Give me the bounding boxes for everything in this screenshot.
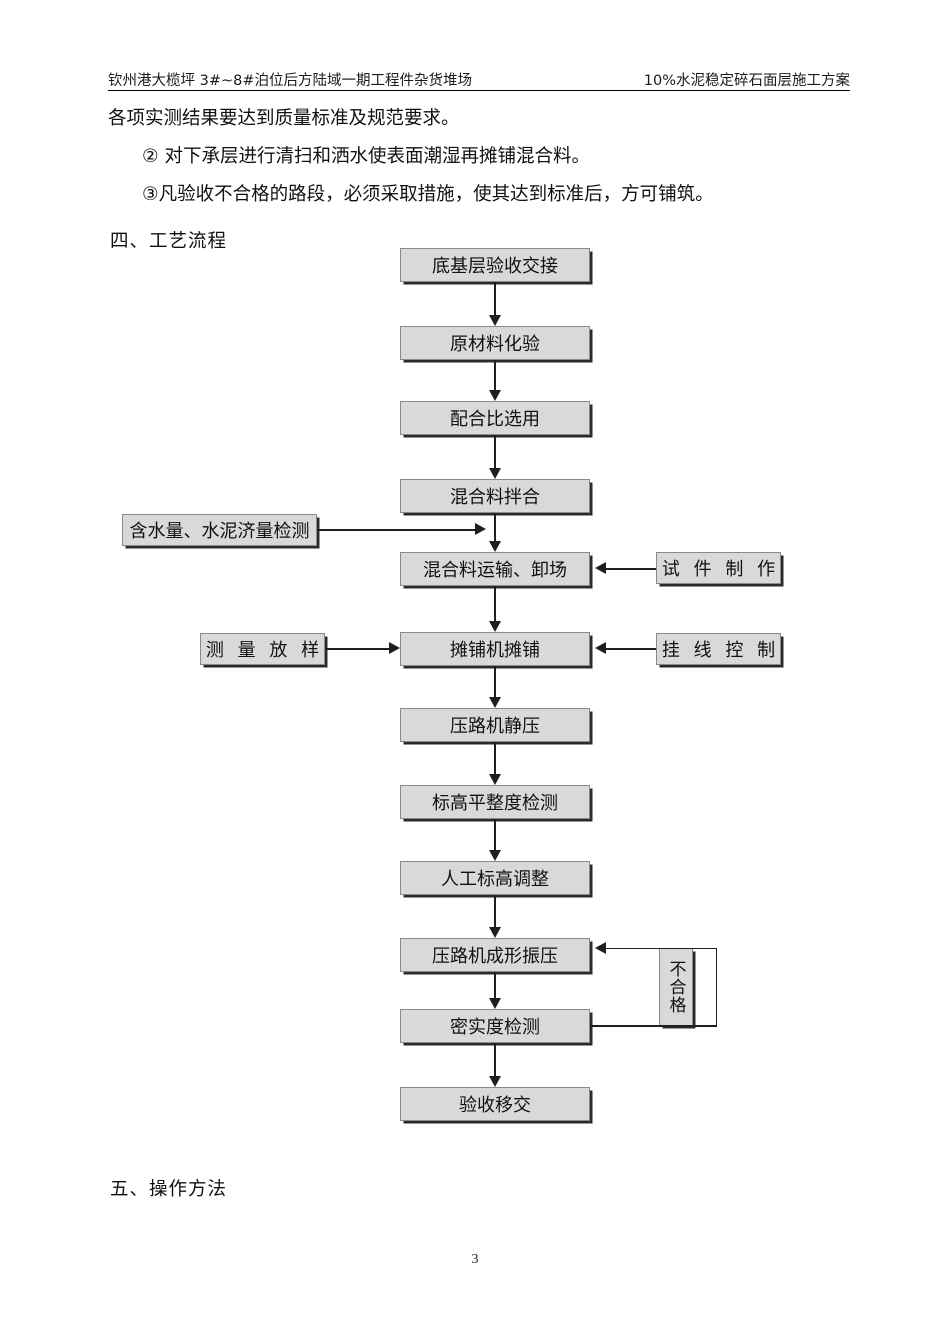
flow-node-manual-elevation-adjust[interactable]: 人工标高调整	[400, 861, 590, 895]
connector-arrow-left-icon	[595, 642, 606, 654]
flow-node-label: 试 件 制 作	[661, 559, 780, 580]
flow-node-label: 底基层验收交接	[432, 256, 558, 277]
flow-node-label: 压路机成形振压	[432, 946, 558, 967]
flow-node-label: 密实度检测	[450, 1017, 540, 1038]
connector-line	[606, 567, 656, 570]
connector-arrow-right-icon	[389, 642, 400, 654]
header-right-title: 10%水泥稳定碎石面层施工方案	[643, 73, 850, 90]
flow-node-string-line-control[interactable]: 挂 线 控 制	[656, 633, 781, 665]
connector-line	[493, 666, 497, 697]
flow-node-acceptance-handover[interactable]: 验收移交	[400, 1087, 590, 1121]
connector-arrow-down-icon	[488, 927, 501, 938]
connector-arrow-down-icon	[488, 774, 501, 785]
flow-node-label: 原材料化验	[450, 334, 540, 355]
connector-line	[493, 895, 497, 927]
flow-node-mixing[interactable]: 混合料拌合	[400, 479, 590, 513]
section-heading-four: 四、工艺流程	[110, 231, 228, 252]
flow-node-label: 标高平整度检测	[432, 793, 558, 814]
paragraph-3: ③凡验收不合格的路段，必须采取措施，使其达到标准后，方可铺筑。	[142, 184, 714, 205]
flow-node-static-rolling[interactable]: 压路机静压	[400, 708, 590, 742]
connector-arrow-down-icon	[488, 390, 501, 401]
page-number: 3	[471, 1252, 479, 1267]
connector-line	[590, 1025, 717, 1027]
connector-arrow-down-icon	[488, 1076, 501, 1087]
flow-node-label: 验收移交	[459, 1095, 531, 1116]
connector-line	[317, 528, 475, 531]
connector-line	[715, 948, 718, 1026]
flow-node-label: 混合料运输、卸场	[423, 560, 567, 581]
flow-node-transport-unload[interactable]: 混合料运输、卸场	[400, 552, 590, 586]
connector-line	[493, 513, 497, 541]
connector-line	[606, 647, 656, 650]
paragraph-2: ② 对下承层进行清扫和洒水使表面潮湿再摊铺混合料。	[142, 146, 590, 167]
flow-node-label: 不合格	[665, 960, 686, 1014]
flow-node-material-test[interactable]: 原材料化验	[400, 326, 590, 360]
section-heading-five: 五、操作方法	[110, 1179, 228, 1200]
flow-node-specimen-making[interactable]: 试 件 制 作	[656, 552, 781, 584]
flow-node-paver-paving[interactable]: 摊铺机摊铺	[400, 632, 590, 666]
connector-arrow-left-icon	[595, 562, 606, 574]
connector-line	[493, 819, 497, 850]
flow-node-label: 混合料拌合	[450, 487, 540, 508]
flow-node-elevation-flatness-test[interactable]: 标高平整度检测	[400, 785, 590, 819]
connector-line	[493, 972, 497, 998]
flow-node-density-test[interactable]: 密实度检测	[400, 1009, 590, 1043]
flow-node-label: 含水量、水泥济量检测	[129, 521, 310, 542]
flow-node-label: 人工标高调整	[441, 869, 549, 890]
connector-arrow-down-icon	[488, 621, 501, 632]
connector-line	[493, 435, 497, 468]
connector-arrow-down-icon	[488, 315, 501, 326]
connector-arrow-left-icon	[595, 942, 606, 954]
flow-node-water-cement-content-test[interactable]: 含水量、水泥济量检测	[122, 514, 317, 546]
flow-node-label: 测 量 放 样	[205, 640, 324, 661]
connector-arrow-right-icon	[475, 523, 486, 535]
connector-arrow-down-icon	[488, 850, 501, 861]
header-left-title: 钦州港大榄坪 3#~8#泊位后方陆域一期工程件杂货堆场	[108, 73, 473, 90]
connector-arrow-down-icon	[488, 541, 501, 552]
connector-line	[493, 742, 497, 774]
connector-arrow-down-icon	[488, 468, 501, 479]
flow-node-label: 摊铺机摊铺	[450, 640, 540, 661]
flow-node-label: 配合比选用	[450, 409, 540, 430]
flow-node-vibratory-rolling[interactable]: 压路机成形振压	[400, 938, 590, 972]
page-header: 钦州港大榄坪 3#~8#泊位后方陆域一期工程件杂货堆场 10%水泥稳定碎石面层施…	[108, 64, 850, 91]
flow-node-base-acceptance[interactable]: 底基层验收交接	[400, 248, 590, 282]
connector-arrow-down-icon	[488, 998, 501, 1009]
flow-node-mix-ratio[interactable]: 配合比选用	[400, 401, 590, 435]
flow-node-unqualified-feedback[interactable]: 不合格	[659, 948, 693, 1026]
connector-line	[325, 647, 389, 650]
paragraph-1: 各项实测结果要达到质量标准及规范要求。	[108, 108, 460, 129]
connector-line	[493, 282, 497, 315]
flow-node-label: 挂 线 控 制	[661, 640, 780, 661]
connector-line	[493, 360, 497, 390]
connector-arrow-down-icon	[488, 697, 501, 708]
flow-node-label: 压路机静压	[450, 716, 540, 737]
flow-node-survey-setout[interactable]: 测 量 放 样	[200, 633, 325, 665]
connector-line	[493, 1043, 497, 1076]
connector-line	[493, 586, 497, 621]
